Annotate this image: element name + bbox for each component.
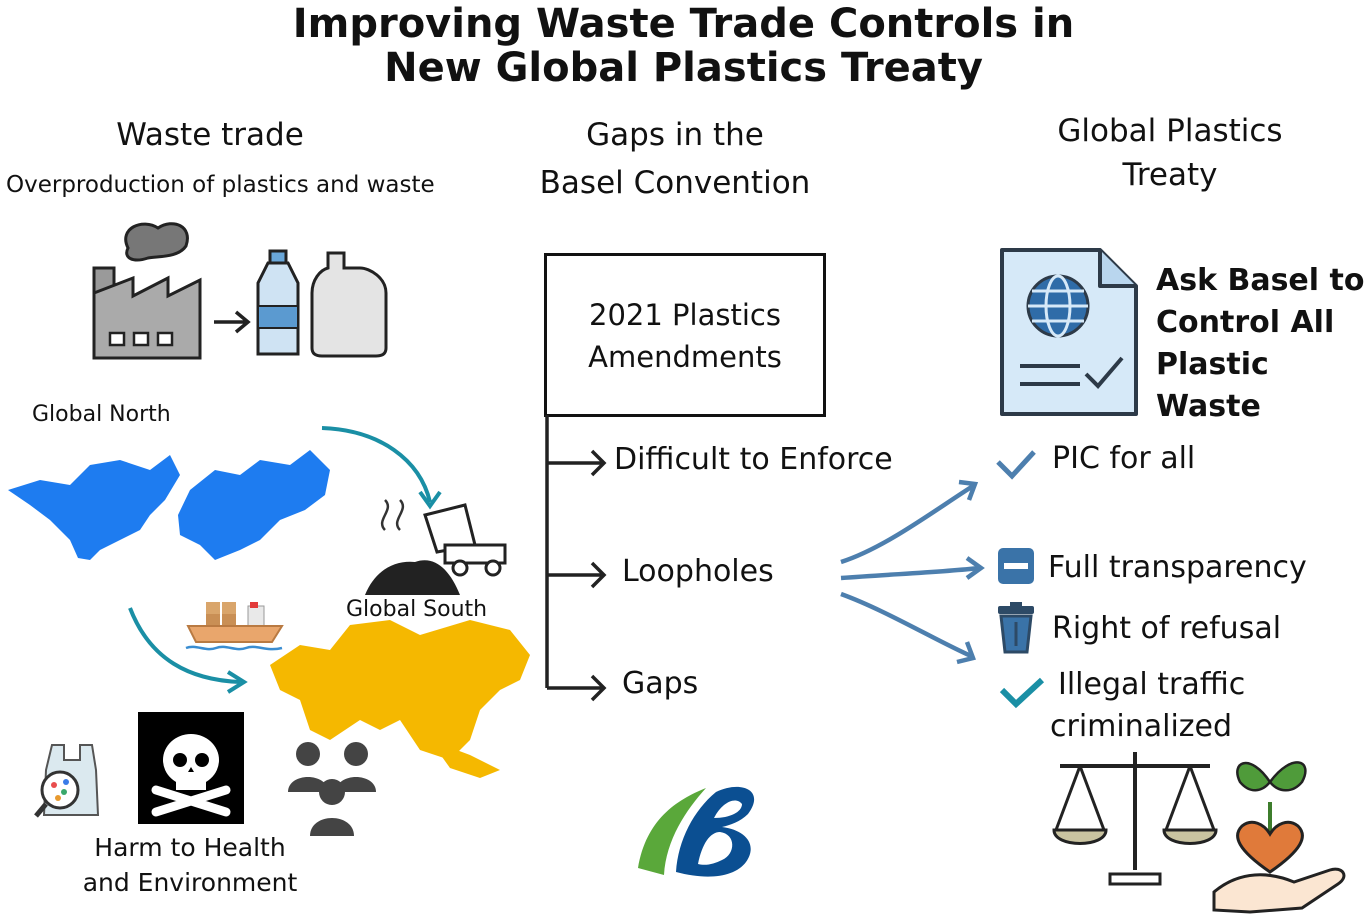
minus-box-icon [998, 548, 1034, 584]
checkmark-icon [996, 450, 1036, 480]
factory-icon [92, 222, 202, 360]
global-north-label: Global North [32, 402, 171, 427]
skull-crossbones-icon [138, 712, 244, 824]
full-transparency-label: Full transparency [1048, 550, 1307, 585]
north-america-shape [8, 455, 180, 560]
title-line-2: New Global Plastics Treaty [384, 45, 983, 91]
treaty-heading-line-1: Global Plastics [1057, 113, 1283, 149]
branch-arrow-1 [547, 449, 607, 477]
ask-basel-text: Ask Basel to Control All Plastic Waste [1156, 260, 1367, 428]
people-group-icon [288, 742, 376, 836]
gaps-heading-line-2: Basel Convention [539, 165, 811, 201]
harm-label: Harm to Health and Environment [60, 830, 320, 900]
asia-shape [270, 620, 530, 760]
treaty-document-icon [1000, 248, 1138, 416]
branch-arrow-3 [547, 674, 607, 702]
arrow-north-to-south [321, 426, 432, 503]
amendments-line-2: Amendments [588, 340, 782, 374]
amendments-box: 2021 Plastics Amendments [544, 253, 826, 417]
ask-line-1: Ask Basel to [1156, 263, 1365, 298]
ask-line-2: Control All [1156, 305, 1335, 340]
waste-trade-heading: Waste trade [116, 117, 304, 153]
microplastics-bag-icon [34, 744, 100, 818]
europe-shape [178, 450, 330, 560]
world-map [8, 426, 530, 778]
teal-checkmark-icon [999, 677, 1045, 709]
ask-line-3: Plastic Waste [1156, 347, 1269, 424]
logo-icon [638, 786, 755, 877]
global-south-label: Global South [346, 597, 488, 622]
illegal-traffic-text: Illegal traffic criminalized [1050, 664, 1245, 748]
amendments-line-1: 2021 Plastics [589, 298, 781, 332]
harm-label-line-2: and Environment [82, 868, 298, 897]
treaty-heading-line-2: Treaty [1122, 157, 1218, 193]
branch-lines [545, 415, 607, 702]
loopholes-arrows [840, 479, 985, 665]
harm-label-line-1: Harm to Health [94, 833, 286, 862]
dump-truck-icon [365, 499, 507, 595]
scales-of-justice-icon [1052, 752, 1218, 886]
illegal-line-1: Illegal traffic [1058, 667, 1246, 702]
plastic-jug-icon [310, 251, 388, 358]
arrow-right-icon [214, 310, 251, 334]
right-of-refusal-label: Right of refusal [1052, 611, 1282, 646]
branch-difficult-to-enforce: Difficult to Enforce [614, 442, 893, 477]
title-line-1: Improving Waste Trade Controls in [292, 1, 1075, 47]
arrow-to-asia [128, 607, 241, 684]
overproduction-label: Overproduction of plastics and waste [6, 172, 435, 198]
hand-plant-heart-icon [1212, 761, 1346, 914]
branch-arrow-2 [547, 561, 607, 589]
water-bottle-icon [256, 249, 300, 356]
illegal-line-2: criminalized [1050, 709, 1233, 744]
gaps-heading-line-1: Gaps in the [586, 117, 764, 153]
pic-for-all-label: PIC for all [1052, 441, 1196, 476]
cargo-ship-icon [185, 602, 284, 651]
branch-loopholes: Loopholes [622, 554, 774, 589]
trash-bin-icon [998, 602, 1034, 654]
branch-gaps: Gaps [622, 666, 699, 701]
